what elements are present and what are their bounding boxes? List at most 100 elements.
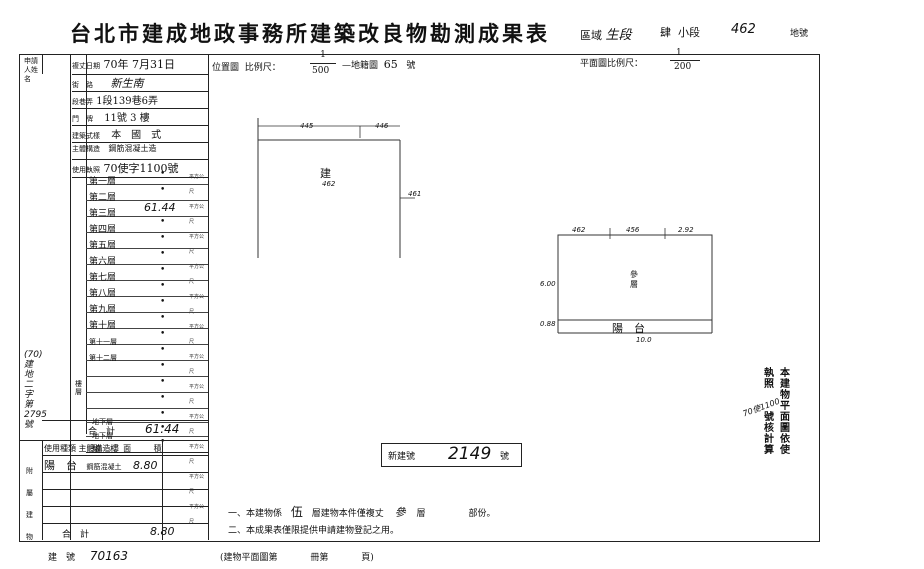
appendix-total-label: 合 計 [62, 530, 90, 540]
floor-row: • [86, 393, 208, 409]
basement-label: 地下層 [92, 418, 113, 426]
note-1-end: 部份。 [468, 509, 496, 519]
location-plan-header: 位置圖 比例尺： [212, 60, 281, 73]
door-label: 門 牌 [72, 115, 93, 123]
floor-row: 第二層• [86, 185, 208, 203]
new-building-label: 新建號 [388, 452, 416, 462]
street-label: 街 路 [72, 81, 93, 89]
floor-row: 第一層• [86, 169, 208, 187]
street-row: 街 路 新生南 [72, 75, 208, 92]
floor-row: 第九層• [86, 297, 208, 315]
appendix-top-line [19, 440, 208, 441]
basement-label: 地下層 [92, 432, 113, 440]
style-label: 建築式樣 [72, 132, 100, 140]
right-note-char: 圖 [780, 423, 790, 434]
floor-plan-scale-bar [670, 60, 700, 61]
location-scale-den: 500 [312, 66, 330, 76]
left-col-divider [70, 54, 71, 540]
new-building-unit: 號 [500, 452, 510, 462]
lot-label-445: 445 [300, 122, 314, 130]
door-row: 門 牌 11號 3 樓 [72, 109, 208, 126]
lane-row: 段巷弄 1段139巷6弄 [72, 92, 208, 109]
floor-label: 第八層 [89, 289, 117, 299]
floor-plan-scale-num: 1 [676, 48, 682, 58]
floor-lot-label: 2.92 [678, 226, 694, 234]
footer-build-no-label: 建 號 [48, 553, 76, 563]
appendix-divider [42, 440, 43, 540]
appendix-structure: 鋼筋混凝土 [86, 463, 122, 471]
cadastral-no: 65 [383, 58, 398, 71]
floor-dim-left: 6.00 [540, 280, 556, 288]
structure-value: 鋼筋混凝土造 [108, 144, 157, 153]
floor-plan-scale-label: 平面圖比例尺： [580, 59, 644, 69]
cadastral-info: —地籍圖 65 號 [342, 58, 416, 71]
subsection: 肆 小段 [660, 24, 700, 40]
land-number: 462 [731, 22, 756, 37]
floor-row: • [86, 361, 208, 377]
footer-page-label: 頁) [361, 553, 374, 563]
unit-text: 平方公尺 [189, 264, 205, 285]
total-area: 61.44 [145, 422, 180, 436]
location-scale-num: 1 [320, 50, 326, 60]
unit-text: 平方公尺 [189, 384, 205, 405]
appendix-area: 8.80 [133, 459, 158, 472]
appendix-row: 陽 台 鋼筋混凝土 8.80 [44, 457, 204, 473]
unit-text: 平方公尺 [189, 354, 205, 375]
structure-label: 主體構造 [72, 145, 100, 153]
page-title: 台北市建成地政事務所建築改良物勘測成果表 [70, 21, 550, 46]
footer-build-no: 建 號 70163 [48, 549, 128, 563]
total-label: 合 計 [88, 427, 116, 437]
table-right-border [208, 54, 209, 540]
lane-label: 段巷弄 [72, 98, 93, 106]
note-1-floors: 伍 [290, 505, 303, 519]
unit-text: 平方公尺 [189, 324, 205, 345]
appendix-area-divider [162, 440, 163, 540]
land-number-label: 地號 [790, 29, 809, 39]
floor-label: 第一層 [89, 177, 117, 187]
right-note-char: 平 [780, 401, 790, 412]
note-2: 二、本成果表僅限提供申請建物登記之用。 [228, 526, 400, 536]
section-name: 生段 [605, 28, 632, 43]
district-label: 區域 [580, 29, 602, 42]
appendix-label: 附屬建物 [26, 467, 33, 541]
lot-label-446: 446 [375, 122, 389, 130]
floor-label: 第七層 [89, 273, 117, 283]
floor-row: 第十層• [86, 313, 208, 331]
floor3-area: 61.44 [144, 201, 176, 214]
location-scale-bar [310, 63, 336, 64]
right-note-char: 本 [780, 368, 790, 379]
floor-label: 第十二層 [89, 354, 117, 362]
floor-label: 第二層 [89, 193, 117, 203]
new-building-number: 2149 [448, 444, 492, 464]
unit-text: 平方公尺 [189, 234, 205, 255]
label-col-divider [86, 54, 87, 434]
note-1-suffix: 層 [416, 509, 426, 519]
appendix-area-header2: 積 [153, 444, 162, 453]
floor-row: 第五層• [86, 233, 208, 251]
permit-value: 70使字1100號 [103, 162, 179, 175]
lot-label-461: 461 [408, 190, 422, 198]
floor-row: • [86, 377, 208, 393]
floor-row: 第十一層• [86, 329, 208, 346]
floor-row: 第六層• [86, 249, 208, 267]
balcony-label: 陽 台 [612, 322, 645, 335]
survey-date-label: 複丈日期 [72, 62, 100, 70]
side-note: (70)建地二字第2795號 [24, 350, 47, 430]
basement-row: 地下層• [86, 409, 208, 426]
applicant-label: 申請人姓名 [24, 57, 38, 83]
right-note-char: 計 [764, 434, 774, 445]
right-note-char: 使 [780, 445, 790, 456]
right-note-char: 依 [780, 434, 790, 445]
right-note-char: 照 [764, 379, 774, 390]
floor-label: 第六層 [89, 257, 117, 267]
appendix-row-line [42, 523, 208, 524]
form-frame [19, 54, 820, 542]
building-label: 建 [320, 167, 331, 180]
unit-text: 平方公尺 [189, 444, 205, 465]
footer-plan-label: (建物平面圖第 [220, 553, 278, 563]
floor-row: 第八層• [86, 281, 208, 299]
unit-text: 平方公尺 [189, 174, 205, 195]
cadastral-label: 地籍圖 [351, 61, 379, 71]
building-sub: 462 [322, 180, 336, 188]
